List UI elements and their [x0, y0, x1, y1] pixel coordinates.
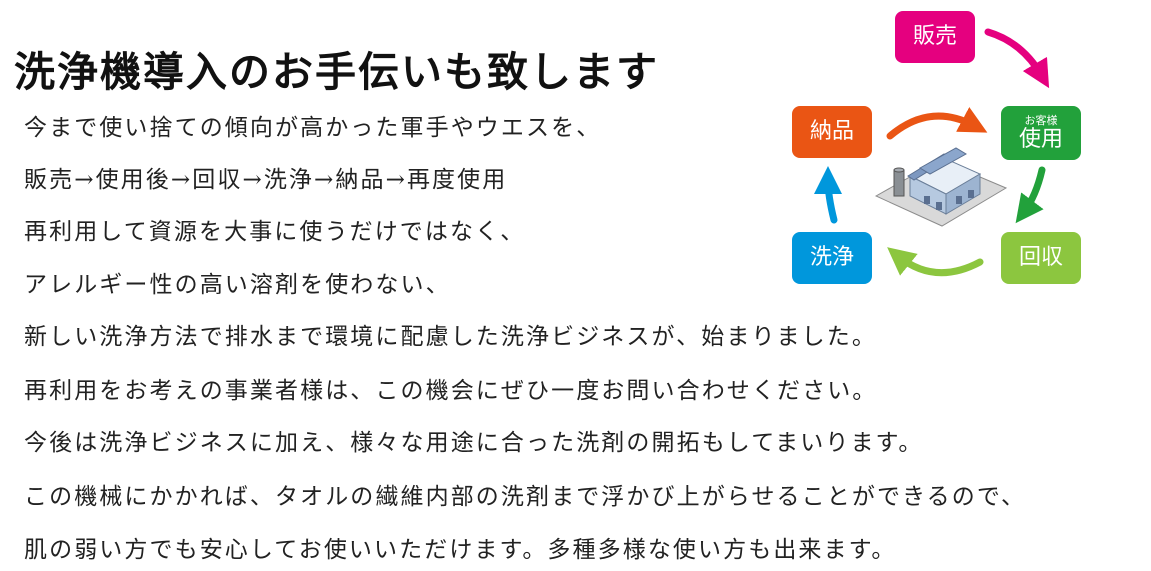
step-senjo-box: 洗浄 — [792, 232, 872, 284]
step-senjo-label: 洗浄 — [809, 245, 854, 270]
step-hanbai-box: 販売 — [895, 11, 975, 63]
arrow-hanbai-to-shiyo — [984, 28, 1050, 89]
step-shiyo-sublabel: お客様 — [1024, 113, 1058, 127]
factory-building-icon — [874, 147, 1008, 227]
cycle-arrows — [814, 28, 1050, 277]
step-nohin-label: 納品 — [809, 119, 854, 144]
body-line-8: この機械にかかれば、タオルの繊維内部の洗剤まで浮かび上がらせることができるので、 — [24, 484, 1027, 510]
step-nohin-box: 納品 — [792, 106, 872, 158]
body-line-5: 新しい洗浄方法で排水まで環境に配慮した洗浄ビジネスが、始まりました。 — [24, 324, 877, 350]
step-kaishu-box: 回収 — [1001, 232, 1081, 284]
page-title: 洗浄機導入のお手伝いも致します — [14, 48, 659, 96]
body-line-4: アレルギー性の高い溶剤を使わない、 — [24, 272, 451, 298]
step-shiyo-box: お客様 使用 — [1001, 106, 1081, 160]
body-line-3: 再利用して資源を大事に使うだけではなく、 — [24, 219, 526, 245]
step-shiyo-label: 使用 — [1018, 127, 1063, 153]
recycle-cycle-diagram: 販売 納品 お客様 使用 洗浄 回収 — [770, 0, 1100, 300]
body-line-9: 肌の弱い方でも安心してお使いいただけます。多種多様な使い方も出来ます。 — [24, 537, 897, 563]
arrow-senjo-to-nohin — [814, 166, 843, 224]
body-line-2: 販売→使用後→回収→洗浄→納品→再度使用 — [24, 167, 508, 193]
body-line-7: 今後は洗浄ビジネスに加え、様々な用途に合った洗剤の開拓もしてまいります。 — [24, 430, 924, 456]
body-line-6: 再利用をお考えの事業者様は、この機会にぜひ一度お問い合わせください。 — [24, 378, 878, 404]
arrow-shiyo-to-kaishu — [1015, 166, 1046, 224]
step-kaishu-label: 回収 — [1018, 245, 1063, 270]
arrow-kaishu-to-senjo — [887, 247, 984, 277]
arrow-nohin-to-shiyo — [886, 107, 988, 140]
body-line-1: 今まで使い捨ての傾向が高かった軍手やウエスを、 — [24, 115, 602, 141]
step-hanbai-label: 販売 — [912, 24, 957, 49]
